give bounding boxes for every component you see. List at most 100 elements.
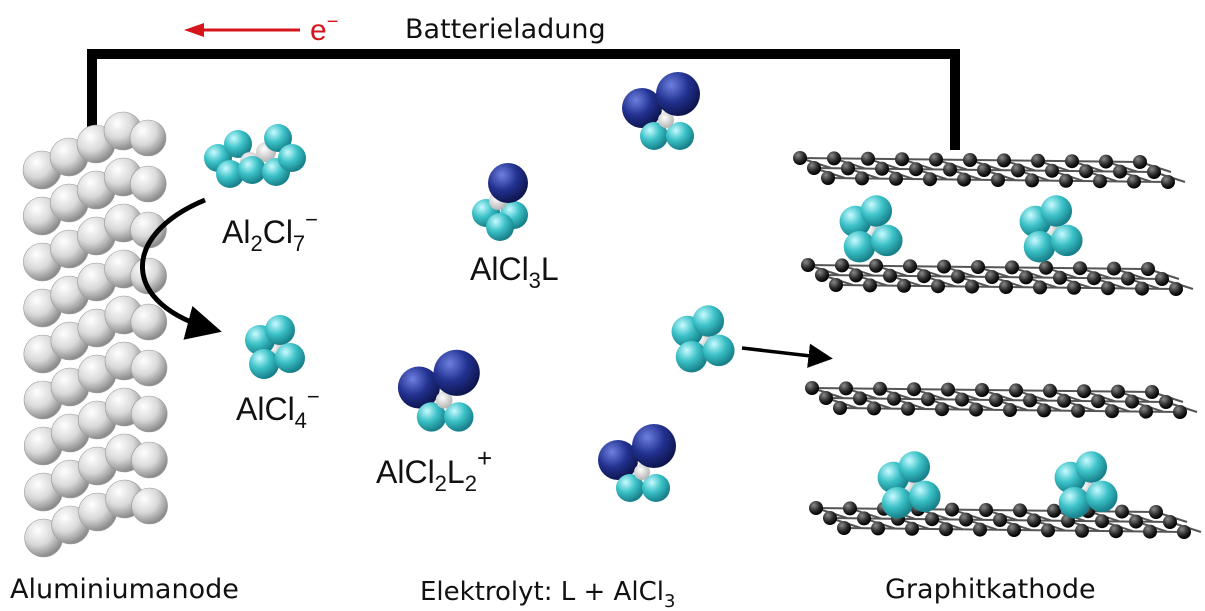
carbon-atom xyxy=(867,401,881,416)
carbon-atom xyxy=(1073,261,1087,276)
carbon-atom xyxy=(1159,395,1173,409)
aluminum-anode xyxy=(22,111,168,558)
carbon-atom xyxy=(959,512,973,527)
carbon-atom xyxy=(955,392,969,407)
aluminum-core xyxy=(634,464,650,480)
electron-flow-arrow xyxy=(184,23,300,37)
aluminum-atom xyxy=(130,303,168,341)
carbon-atom xyxy=(937,259,951,274)
carbon-atom xyxy=(1057,393,1071,408)
carbon-atom xyxy=(805,381,819,395)
chlorine-atom xyxy=(692,305,725,337)
carbon-atom xyxy=(1139,404,1153,419)
carbon-atom xyxy=(871,521,885,536)
carbon-atom xyxy=(1077,384,1091,399)
carbon-atom xyxy=(1009,383,1023,398)
carbon-atom xyxy=(907,382,921,397)
carbon-atom xyxy=(887,391,901,406)
carbon-atom xyxy=(841,161,855,176)
alcl2l2-molecule xyxy=(598,424,676,502)
graphite-sheet xyxy=(805,381,1198,419)
electron-label: e− xyxy=(310,11,338,47)
carbon-atom xyxy=(1071,403,1085,418)
chlorine-atom xyxy=(666,122,694,150)
carbon-atom xyxy=(1095,514,1109,529)
intercalated-alcl4 xyxy=(1054,451,1118,519)
label-al2cl7: Al2Cl7− xyxy=(222,207,318,256)
carbon-atom xyxy=(1091,394,1105,409)
carbon-atom xyxy=(965,279,979,294)
carbon-atom xyxy=(815,268,829,282)
carbon-atom xyxy=(945,502,959,517)
carbon-atom xyxy=(1025,173,1039,188)
alcl4-molecule xyxy=(245,315,305,379)
chlorine-atom xyxy=(860,195,893,227)
carbon-atom xyxy=(1147,165,1161,179)
carbon-atom xyxy=(905,521,919,536)
carbon-atom xyxy=(1143,524,1157,539)
carbon-atom xyxy=(1041,523,1055,538)
chlorine-atom xyxy=(843,230,876,263)
carbon-atom xyxy=(1053,270,1067,285)
carbon-atom xyxy=(1149,505,1163,519)
carbon-atom xyxy=(935,402,949,417)
label-alcl4: AlCl4− xyxy=(236,384,320,433)
carbon-atom xyxy=(835,258,849,273)
chlorine-atom xyxy=(703,334,735,367)
chlorine-atom xyxy=(216,160,244,188)
carbon-atom xyxy=(1145,385,1159,399)
carbon-atom xyxy=(1127,174,1141,189)
aluminum-core xyxy=(435,391,453,409)
cathode-caption: Graphitkathode xyxy=(885,574,1096,605)
carbon-atom xyxy=(993,513,1007,527)
carbon-atom xyxy=(971,260,985,274)
circuit-wire xyxy=(87,49,960,150)
aluminum-atom xyxy=(129,119,167,157)
aluminum-atom xyxy=(131,487,168,525)
carbon-atom xyxy=(977,163,991,177)
carbon-atom xyxy=(875,161,889,176)
carbon-atom xyxy=(1169,282,1183,296)
chlorine-atom xyxy=(909,480,941,513)
chlorine-atom xyxy=(1023,230,1056,263)
carbon-atom xyxy=(1141,262,1155,276)
carbon-atom xyxy=(985,270,999,284)
carbon-atom xyxy=(883,268,897,283)
carbon-atom xyxy=(1027,513,1041,528)
carbon-atom xyxy=(855,171,869,186)
carbon-atom xyxy=(807,161,821,175)
carbon-atom xyxy=(917,269,931,284)
carbon-atom xyxy=(1039,260,1053,275)
chlorine-atom xyxy=(1040,195,1073,227)
chlorine-atom xyxy=(881,486,914,519)
carbon-atom xyxy=(1113,164,1127,179)
ligand-atom xyxy=(433,349,480,396)
chlorine-atom xyxy=(1086,480,1118,513)
ligand-atom xyxy=(488,163,528,203)
carbon-atom xyxy=(1109,524,1123,539)
ligand-atom xyxy=(656,72,700,116)
reaction-arrow xyxy=(140,197,222,340)
graphite-sheet xyxy=(801,258,1194,296)
chlorine-atom xyxy=(249,349,279,379)
carbon-atom xyxy=(1067,280,1081,295)
carbon-atom xyxy=(869,258,883,273)
carbon-atom xyxy=(1101,281,1115,296)
graphite-sheet xyxy=(793,151,1186,189)
ligand-atom xyxy=(598,440,638,480)
carbon-atom xyxy=(929,152,943,167)
carbon-atom xyxy=(1065,154,1079,169)
carbon-atom xyxy=(931,279,945,294)
carbon-atom xyxy=(829,278,843,292)
aluminum-atom xyxy=(131,441,168,479)
chlorine-atom xyxy=(1051,224,1083,257)
carbon-atom xyxy=(821,171,835,185)
chlorine-atom xyxy=(264,124,292,152)
ligand-atom xyxy=(622,88,662,128)
chlorine-atom xyxy=(642,474,670,502)
carbon-atom xyxy=(895,152,909,167)
carbon-atom xyxy=(999,280,1013,294)
carbon-atom xyxy=(925,512,939,527)
intercalated-alcl4 xyxy=(877,451,941,519)
